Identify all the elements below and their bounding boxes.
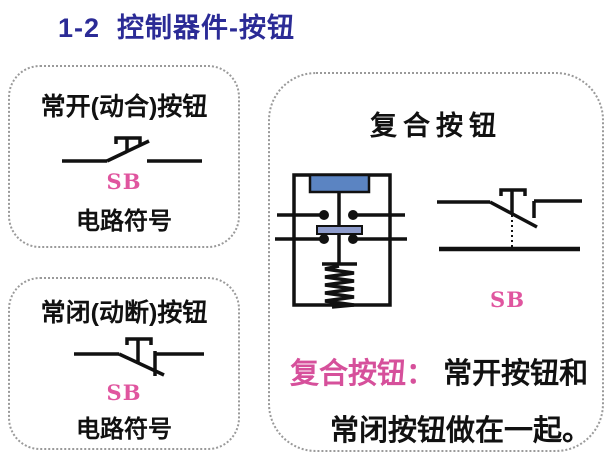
panel-compound-button: 复合按钮 SB 复合按钮： 常开按钮和 常闭按钮做在一起。 bbox=[268, 72, 604, 452]
normally-open-sb-label: SB bbox=[106, 169, 142, 194]
normally-closed-caption: 电路符号 bbox=[76, 416, 172, 443]
panel-normally-closed-button: 常闭(动断)按钮 SB 电路符号 bbox=[8, 277, 240, 450]
normally-closed-heading: 常闭(动断)按钮 bbox=[40, 299, 208, 327]
compound-contact-symbol-icon bbox=[437, 188, 582, 252]
compound-sb-label: SB bbox=[490, 287, 525, 312]
compound-definition-rest: 常开按钮和 bbox=[435, 358, 589, 390]
compound-definition-term: 复合按钮： bbox=[290, 358, 436, 390]
panel-normally-open-button: 常开(动合)按钮 SB 电路符号 bbox=[8, 65, 240, 248]
normally-closed-sb-label: SB bbox=[106, 380, 142, 405]
compound-heading: 复合按钮 bbox=[370, 111, 502, 141]
compound-definition-line1: 复合按钮： 常开按钮和 bbox=[290, 350, 588, 392]
compound-definition-line2: 常闭按钮做在一起。 bbox=[330, 415, 592, 447]
normally-closed-contact-symbol-icon bbox=[74, 337, 204, 377]
normally-open-heading: 常开(动合)按钮 bbox=[40, 93, 208, 121]
normally-open-caption: 电路符号 bbox=[76, 208, 172, 235]
page-title: 1-2 控制器件-按钮 bbox=[58, 13, 296, 43]
pushbutton-structure-diagram bbox=[275, 173, 407, 309]
normally-open-contact-symbol-icon bbox=[62, 136, 202, 163]
